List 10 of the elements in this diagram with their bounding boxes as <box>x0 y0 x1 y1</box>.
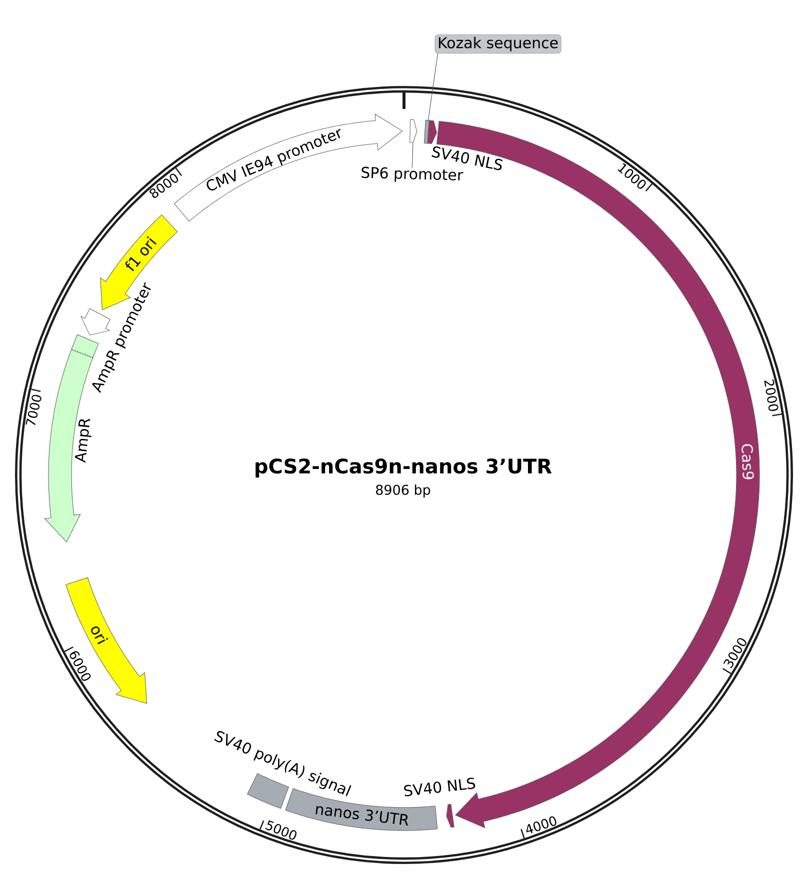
leader-line <box>412 142 414 168</box>
feature-band <box>80 308 110 336</box>
feature-band <box>446 804 454 828</box>
tick-label: 6000 <box>70 651 91 681</box>
feature-band <box>428 120 437 144</box>
feature-label: AmpR <box>74 418 92 463</box>
leader-line <box>428 53 438 120</box>
feature-band <box>410 119 418 143</box>
feature-block <box>424 120 430 144</box>
callout-box: Kozak sequence <box>434 34 562 54</box>
